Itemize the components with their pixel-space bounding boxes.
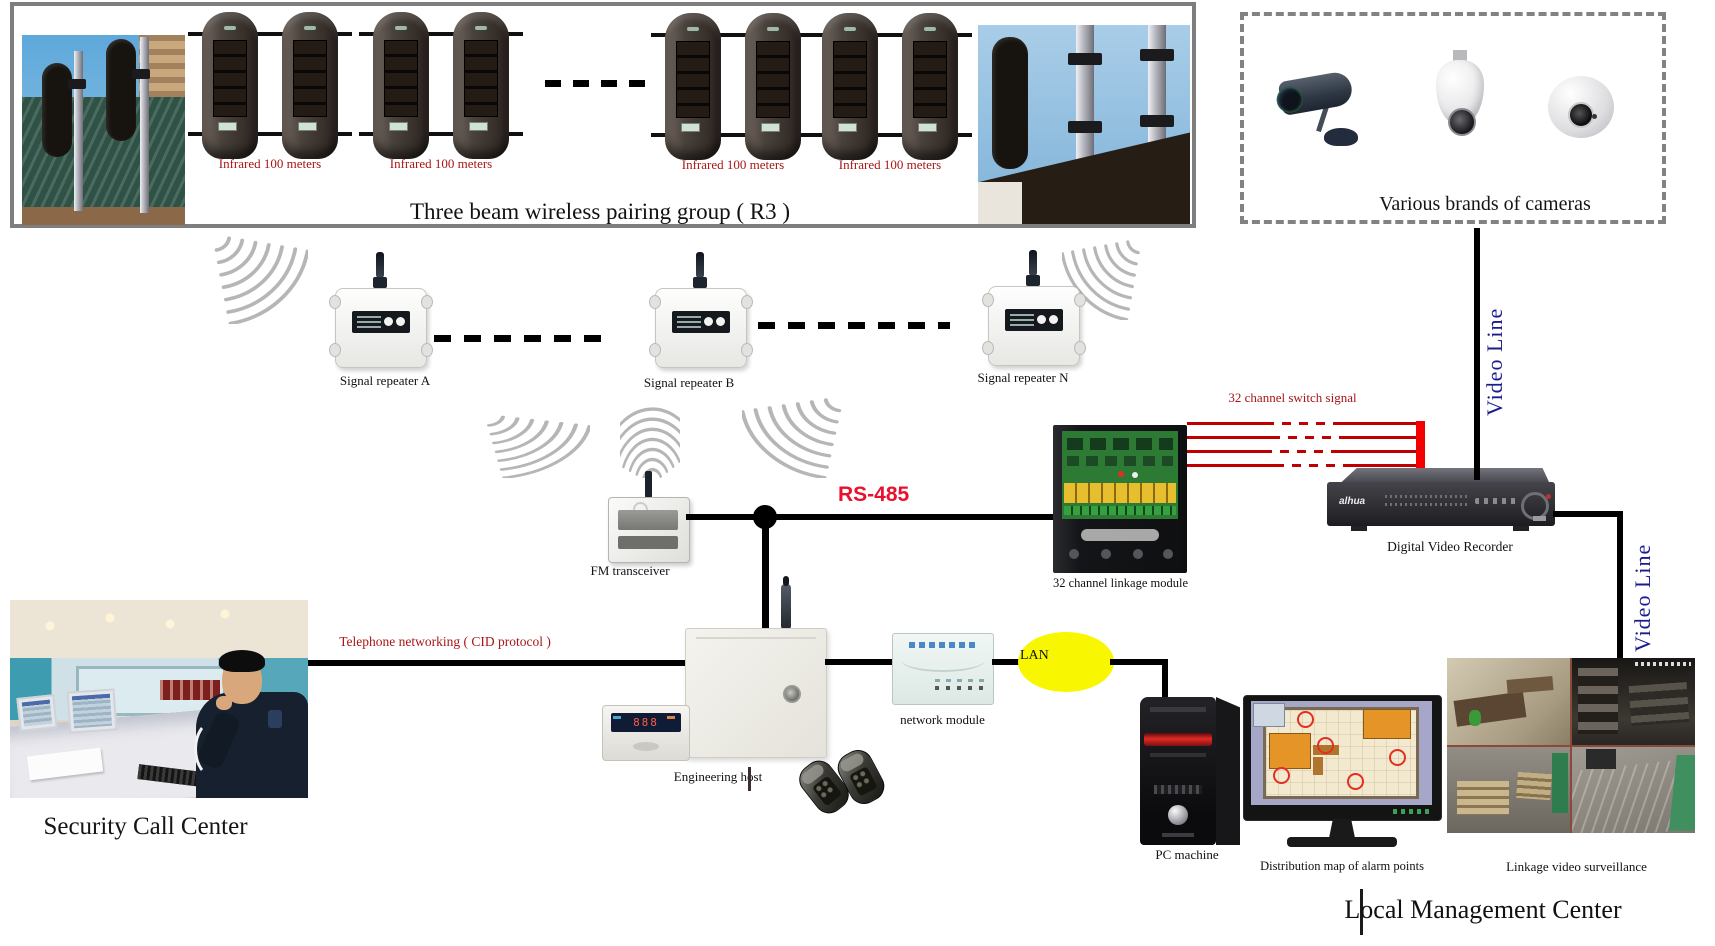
linkage-surveillance-label: Linkage video surveillance (1506, 859, 1647, 874)
fm-transceiver-label: FM transceiver (590, 563, 670, 578)
infrared-sensor (202, 12, 258, 159)
switch-signal-line (1187, 464, 1420, 467)
wall (978, 182, 1022, 224)
signal-repeater-b (649, 252, 753, 368)
pc-machine-label: PC machine (1155, 847, 1219, 862)
wireless-waves-icon (212, 234, 308, 324)
mount-pole (74, 51, 83, 211)
pc-tower (1140, 697, 1240, 845)
video-line-dvr-out-v (1617, 511, 1623, 658)
infrared-label-2: Infrared 100 meters (389, 156, 493, 171)
ellipsis-dashes (434, 335, 606, 342)
beam-sensor (106, 39, 136, 141)
clamp (132, 69, 150, 79)
camera-box-title: Various brands of cameras (1379, 193, 1591, 215)
network-module (892, 633, 994, 705)
switch-signal-label: 32 channel switch signal (1228, 390, 1357, 405)
beam-sensor (992, 37, 1028, 169)
digital-video-recorder: alhua (1327, 468, 1555, 532)
beam-sensor (42, 63, 72, 157)
wireless-waves-icon (620, 394, 680, 478)
rs485-label: RS-485 (838, 483, 910, 506)
engineering-host-label: Engineering host (673, 769, 763, 784)
distribution-map-label: Distribution map of alarm points (1260, 859, 1424, 873)
host-keypad: 888 (602, 705, 690, 761)
infrared-pair-2 (359, 12, 523, 165)
bullet-camera (1274, 66, 1372, 154)
linkage-module-label: 32 channel linkage module (1052, 576, 1189, 590)
rs485-bus-line (686, 514, 1055, 520)
switch-signal-line (1187, 422, 1420, 425)
video-line-label-1: Video Line (1482, 307, 1507, 416)
stray-line (748, 767, 751, 791)
module-to-lan-line (992, 659, 1022, 665)
wireless-waves-icon (742, 396, 844, 478)
security-call-center-photo (10, 600, 308, 798)
host-to-module-line (825, 659, 892, 665)
dvr-label: Digital Video Recorder (1387, 539, 1513, 554)
lan-to-pc-line-h (1110, 659, 1168, 665)
infrared-label-3: Infrared 100 meters (681, 157, 785, 172)
cctv-grid (1447, 658, 1695, 833)
ellipsis-dashes (545, 80, 645, 87)
network-module-label: network module (900, 712, 985, 727)
lan-to-pc-line-v (1162, 659, 1168, 699)
ellipsis-dashes (758, 322, 950, 329)
switch-signal-line (1187, 436, 1420, 439)
security-center-label: Security Call Center (43, 813, 248, 840)
repeater-n-label: Signal repeater N (977, 370, 1069, 385)
cctv-cell (1447, 658, 1570, 745)
ptz-dome-camera (1428, 50, 1492, 150)
telephone-line (308, 660, 686, 666)
lan-label: LAN (1020, 648, 1049, 663)
cctv-cell (1572, 746, 1695, 833)
signal-repeater-n (982, 250, 1086, 366)
beam-sensors-photo-right (978, 25, 1190, 224)
infrared-pair-4 (808, 13, 972, 166)
local-management-center-label: Local Management Center (1344, 895, 1622, 924)
floor (22, 207, 185, 225)
beam-bar (188, 32, 352, 36)
alarm-map-monitor (1243, 695, 1442, 855)
turret-camera (1548, 76, 1620, 148)
mount-pole (140, 37, 149, 213)
video-line-cameras-to-dvr (1474, 228, 1480, 480)
lan-cloud (1018, 632, 1114, 692)
infrared-pair-3 (651, 13, 815, 166)
bus-to-host-line (762, 517, 769, 629)
repeater-a-label: Signal repeater A (339, 373, 431, 388)
keypad-display: 888 (611, 713, 681, 732)
infrared-label-1: Infrared 100 meters (218, 156, 322, 171)
linkage-module-32ch (1053, 425, 1187, 573)
switch-signal-line (1187, 450, 1420, 453)
wireless-waves-icon (484, 414, 590, 478)
beam-bar (188, 132, 352, 136)
beam-group-title: Three beam wireless pairing group ( R3 ) (409, 199, 791, 224)
telephone-link-label: Telephone networking ( CID protocol ) (339, 634, 551, 649)
signal-repeater-a (329, 252, 433, 368)
infrared-label-4: Infrared 100 meters (838, 157, 942, 172)
repeater-b-label: Signal repeater B (643, 375, 735, 390)
dvr-logo: alhua (1339, 496, 1366, 507)
stray-line (1360, 889, 1363, 935)
infrared-sensor (282, 12, 338, 159)
host-antenna (781, 576, 791, 630)
clamp (68, 79, 86, 89)
switch-signal-bus-bar (1416, 421, 1425, 480)
cctv-cell (1572, 658, 1695, 745)
cctv-cell (1447, 746, 1570, 833)
video-line-label-2: Video Line (1630, 543, 1655, 652)
video-line-dvr-out-h (1553, 511, 1623, 517)
beam-sensors-photo-left (22, 35, 185, 225)
infrared-pair-1 (188, 12, 352, 165)
fm-transceiver (608, 471, 690, 563)
engineering-host (685, 628, 827, 758)
